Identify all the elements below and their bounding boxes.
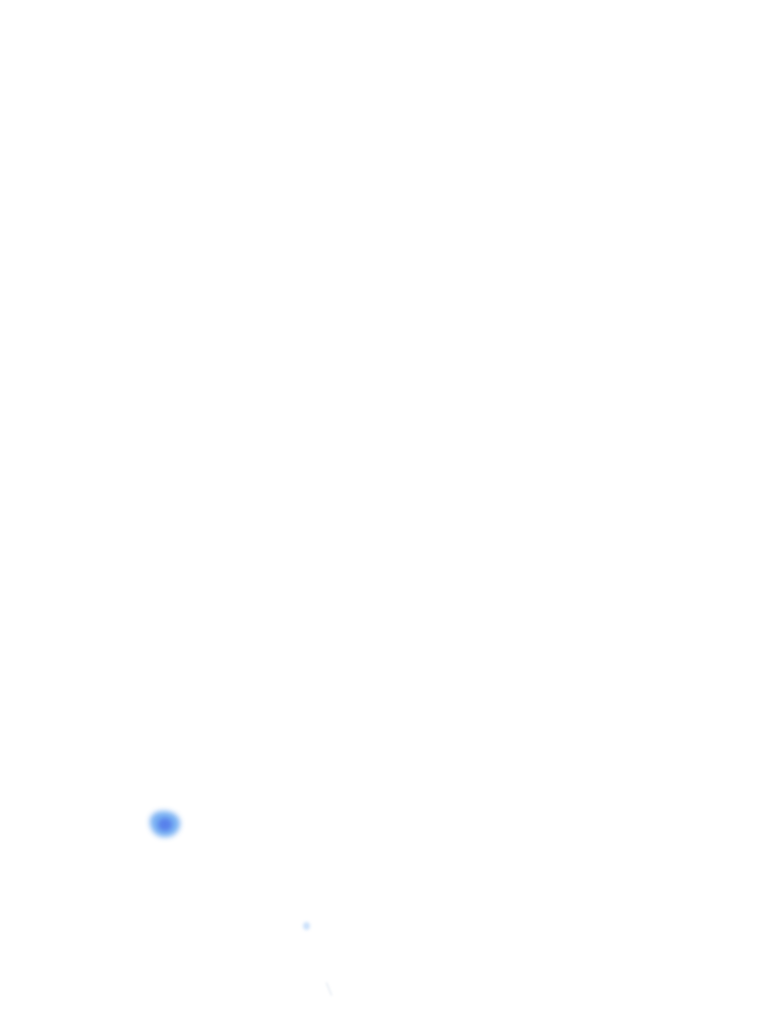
faint-gray-streak <box>325 982 333 996</box>
blue-paint-blob-core <box>158 818 172 831</box>
small-blue-speck <box>303 922 310 930</box>
